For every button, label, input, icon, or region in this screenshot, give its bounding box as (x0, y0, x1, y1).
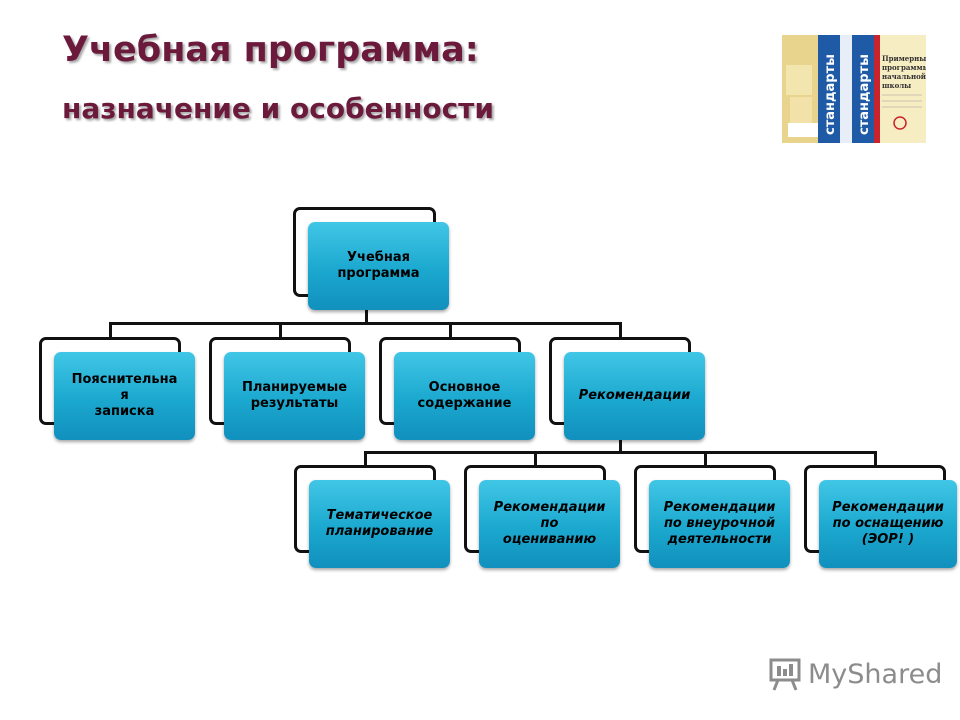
connector-level2-drop-2 (534, 451, 537, 466)
node-equipment-recs-label: Рекомендации по оснащению (ЭОР! ) (832, 500, 944, 547)
book-side-line-1: Примерные (882, 54, 926, 63)
slide-subtitle: назначение и особенности (62, 92, 495, 125)
node-main-content-label: Основное содержание (417, 380, 512, 411)
node-planned-results: Планируемые результаты (224, 352, 365, 440)
book-side-line-2: программы (882, 63, 926, 72)
myshared-logo: MyShared (768, 654, 942, 694)
watermark-text: MyShared (808, 658, 943, 690)
connector-root-down (365, 307, 368, 324)
node-recommendations: Рекомендации (564, 352, 705, 440)
standards-book-image: стандарты стандарты Примерные программы … (782, 35, 931, 143)
connector-level2-bar (364, 451, 877, 454)
connector-level1-drop-4 (619, 322, 622, 338)
connector-level1-bar (109, 322, 622, 325)
connector-level2-drop-4 (874, 451, 877, 466)
node-explanatory-note-label: Пояснительна я записка (71, 372, 178, 419)
node-equipment-recs: Рекомендации по оснащению (ЭОР! ) (819, 480, 957, 568)
book-spine-text: стандарты (823, 54, 838, 135)
node-assessment-recs-label: Рекомендации по оцениванию (493, 500, 606, 547)
node-planned-results-label: Планируемые результаты (241, 380, 348, 411)
connector-level1-drop-3 (449, 322, 452, 338)
book-cover-text: стандарты (857, 54, 872, 135)
book-side-line-3: начальной (882, 72, 926, 81)
presentation-board-icon (769, 658, 801, 691)
connector-recs-down (619, 440, 622, 453)
slide-title: Учебная программа: (62, 30, 479, 70)
node-thematic-planning-label: Тематическое планирование (325, 508, 434, 539)
node-main-content: Основное содержание (394, 352, 535, 440)
node-explanatory-note: Пояснительна я записка (54, 352, 195, 440)
node-recommendations-label: Рекомендации (578, 388, 691, 403)
node-root: Учебная программа (308, 222, 449, 310)
connector-level1-drop-1 (109, 322, 112, 338)
node-root-label: Учебная программа (337, 250, 420, 281)
connector-level1-drop-2 (279, 322, 282, 338)
node-assessment-recs: Рекомендации по оцениванию (479, 480, 620, 568)
node-extracurricular-recs: Рекомендации по внеурочной деятельности (649, 480, 790, 568)
node-thematic-planning: Тематическое планирование (309, 480, 450, 568)
book-side-line-4: школы (882, 81, 911, 90)
connector-level2-drop-1 (364, 451, 367, 466)
connector-level2-drop-3 (704, 451, 707, 466)
node-extracurricular-recs-label: Рекомендации по внеурочной деятельности (663, 500, 776, 547)
